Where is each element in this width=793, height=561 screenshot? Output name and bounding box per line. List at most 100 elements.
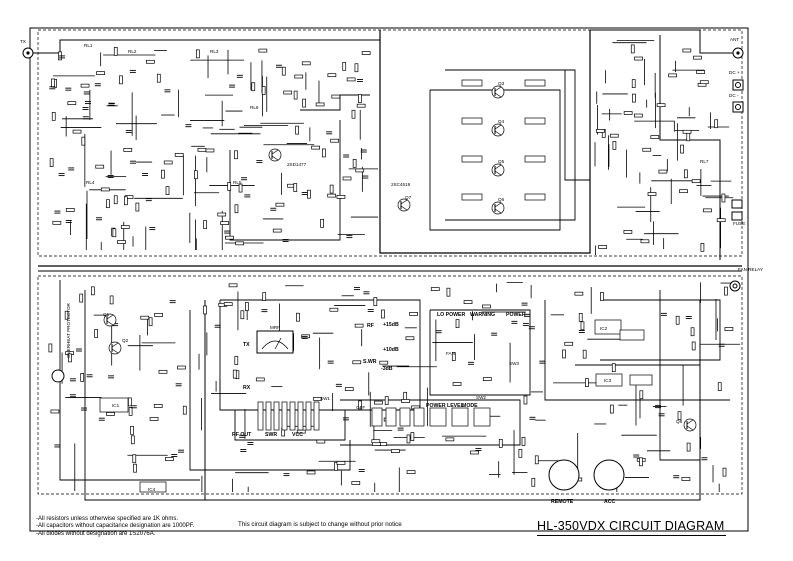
wire xyxy=(494,170,502,176)
power-level-label: POWER LEVEL xyxy=(426,403,464,409)
wire xyxy=(300,94,370,111)
resistor xyxy=(373,297,378,306)
ic-block xyxy=(451,407,469,427)
part-ic2: IC2 xyxy=(600,326,608,331)
wire xyxy=(189,310,351,471)
resistor xyxy=(721,193,726,203)
resistor xyxy=(217,212,227,217)
wire xyxy=(59,280,200,481)
resistor xyxy=(623,111,633,115)
part-sw2: SW2 xyxy=(476,395,486,400)
resistor xyxy=(598,245,607,249)
resistor xyxy=(132,454,137,464)
resistor xyxy=(658,169,668,174)
resistor xyxy=(153,404,163,408)
part-rl6: RL6 xyxy=(250,105,259,110)
resistor xyxy=(177,365,186,370)
wire xyxy=(494,130,502,136)
resistor xyxy=(612,141,617,150)
resistor xyxy=(632,93,636,103)
resistor xyxy=(293,90,298,100)
resistor xyxy=(358,400,362,410)
part-2sd1477: 2SD1477 xyxy=(287,162,307,167)
resistor xyxy=(67,101,77,105)
resistor xyxy=(331,94,341,99)
wire xyxy=(106,314,114,320)
resistor xyxy=(609,404,614,414)
resistor xyxy=(574,291,584,296)
part-rl5: RL5 xyxy=(233,180,242,185)
part-2sc4519: 2SC4519 xyxy=(391,182,411,187)
resistor xyxy=(498,439,503,448)
vcc-label: VCC xyxy=(292,432,303,438)
resistor xyxy=(682,129,692,134)
resistor xyxy=(238,183,243,193)
ic-block xyxy=(524,155,546,163)
ant-connector xyxy=(732,47,744,59)
wire xyxy=(33,30,381,54)
wire xyxy=(429,89,561,231)
resistor xyxy=(639,390,644,400)
resistor xyxy=(251,82,256,92)
resistor xyxy=(482,377,492,381)
resistor xyxy=(197,147,207,152)
resistor xyxy=(631,79,636,88)
resistor xyxy=(391,449,400,453)
upper-board-outline xyxy=(37,29,743,257)
resistor xyxy=(623,230,633,234)
part-rl4: RL4 xyxy=(86,180,95,185)
resistor xyxy=(668,73,677,78)
resistor xyxy=(406,470,416,474)
resistor xyxy=(717,382,722,391)
resistor xyxy=(306,470,316,475)
overheat-protector-label: OVERHEAT PROTECTOR xyxy=(66,303,71,358)
resistor xyxy=(51,78,55,88)
wire xyxy=(400,205,408,211)
components xyxy=(48,44,734,493)
wire xyxy=(494,164,502,170)
transistor xyxy=(491,123,505,137)
resistor xyxy=(307,189,311,199)
resistor xyxy=(634,113,643,118)
resistor xyxy=(272,228,282,233)
resistor xyxy=(225,235,234,240)
resistor xyxy=(430,287,440,291)
resistor xyxy=(52,220,62,225)
resistor xyxy=(320,218,324,228)
resistor xyxy=(165,186,170,196)
resistor xyxy=(361,51,371,55)
ant-label: ANT xyxy=(730,37,740,42)
resistor xyxy=(446,287,451,297)
part-q3: Q3 xyxy=(498,81,505,86)
part-mrf: MRF xyxy=(270,325,280,330)
resistor xyxy=(245,302,249,311)
resistor xyxy=(611,363,616,373)
resistor xyxy=(684,169,688,179)
resistor xyxy=(163,160,173,165)
part-rl2: RL2 xyxy=(128,49,137,54)
swr-label: SWR xyxy=(265,432,278,438)
resistor xyxy=(703,208,712,213)
ic-block xyxy=(461,193,483,201)
wire xyxy=(340,399,521,446)
wire xyxy=(494,208,502,214)
fan-relay-label: FAN RELAY xyxy=(738,267,763,272)
resistor xyxy=(455,319,460,328)
resistor xyxy=(117,240,126,244)
resistor xyxy=(240,310,245,320)
resistor xyxy=(518,448,523,458)
ic-block xyxy=(594,319,622,335)
resistor xyxy=(686,442,691,452)
resistor xyxy=(700,242,705,252)
ic-block xyxy=(273,401,280,431)
resistor xyxy=(133,463,137,473)
power-led-label: POWER xyxy=(506,312,526,318)
resistor xyxy=(409,312,418,316)
meter-symbol xyxy=(256,330,294,354)
resistor xyxy=(283,90,293,95)
part-ic4: IC4 xyxy=(148,487,156,492)
resistor xyxy=(80,83,90,88)
minus3db-label: -3dB xyxy=(381,366,393,372)
resistor xyxy=(585,378,589,387)
transistor xyxy=(108,341,122,355)
